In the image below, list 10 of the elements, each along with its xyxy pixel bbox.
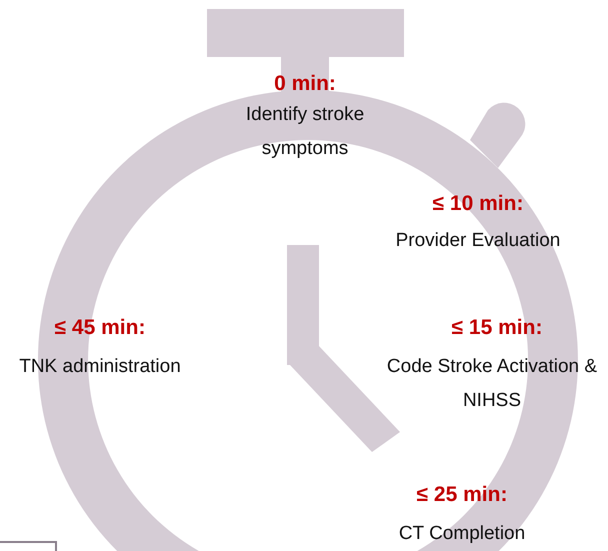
step-description: Identify stroke symptoms (244, 103, 366, 161)
time-label: ≤ 10 min: (432, 192, 524, 216)
time-label: ≤ 45 min: (54, 316, 146, 340)
step-description: Code Stroke Activation & NIHSS (386, 355, 598, 413)
time-label: ≤ 25 min: (416, 483, 508, 507)
time-label: ≤ 15 min: (452, 316, 542, 340)
step-description: Provider Evaluation (394, 229, 562, 253)
step-description: TNK administration (18, 355, 182, 379)
step-description: CT Completion (398, 522, 526, 546)
time-label: 0 min: (274, 72, 336, 96)
